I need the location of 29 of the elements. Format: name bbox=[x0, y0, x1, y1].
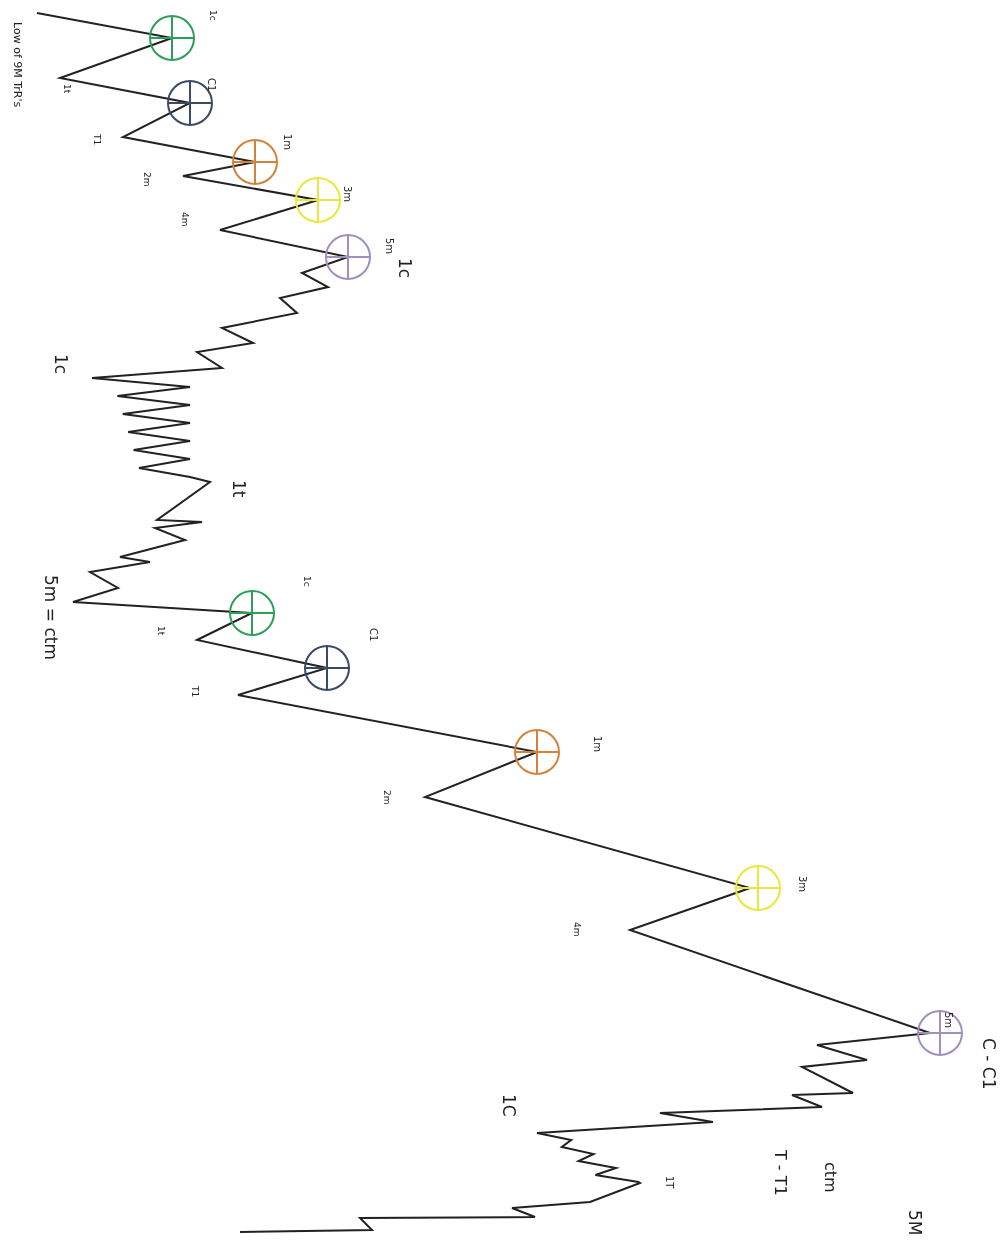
wave-label: 4m bbox=[572, 922, 581, 937]
wave-label: C - C1 bbox=[980, 1038, 997, 1090]
wave-label: 5M bbox=[906, 1210, 923, 1236]
wave-label: 1c bbox=[52, 354, 69, 375]
wave-label: 3m bbox=[342, 186, 352, 203]
wave-label: 1C bbox=[500, 1094, 517, 1117]
wave-label: 2m bbox=[142, 172, 151, 187]
wave-label: ctm bbox=[822, 1162, 838, 1193]
wave-label: 1t bbox=[62, 84, 71, 94]
wave-label: 1m bbox=[592, 736, 602, 753]
wave-label: 1c bbox=[396, 258, 413, 279]
wave-label: 1c bbox=[208, 10, 217, 21]
wave-label: 5m = ctm bbox=[42, 575, 59, 660]
wave-label: 2m bbox=[382, 790, 391, 805]
wave-label: T1 bbox=[92, 134, 101, 146]
wave-label: C1 bbox=[206, 78, 216, 92]
wave-label: 1t bbox=[156, 626, 165, 636]
wave-label: 1T bbox=[664, 1176, 674, 1189]
wave-label: T1 bbox=[190, 686, 199, 698]
wave-label: 5m bbox=[943, 1012, 953, 1029]
wave-label: 5m bbox=[384, 238, 394, 255]
wave-label: 3m bbox=[797, 876, 807, 893]
wave-label: T - T1 bbox=[772, 1150, 788, 1196]
wave-label: C1 bbox=[368, 628, 378, 642]
wave-label: 4m bbox=[180, 212, 189, 227]
chart-note: Low of 9M TrR's bbox=[12, 22, 23, 108]
wave-label: 1c bbox=[302, 576, 311, 587]
wave-label: 1t bbox=[230, 480, 247, 498]
wave-label: 1m bbox=[282, 134, 292, 151]
